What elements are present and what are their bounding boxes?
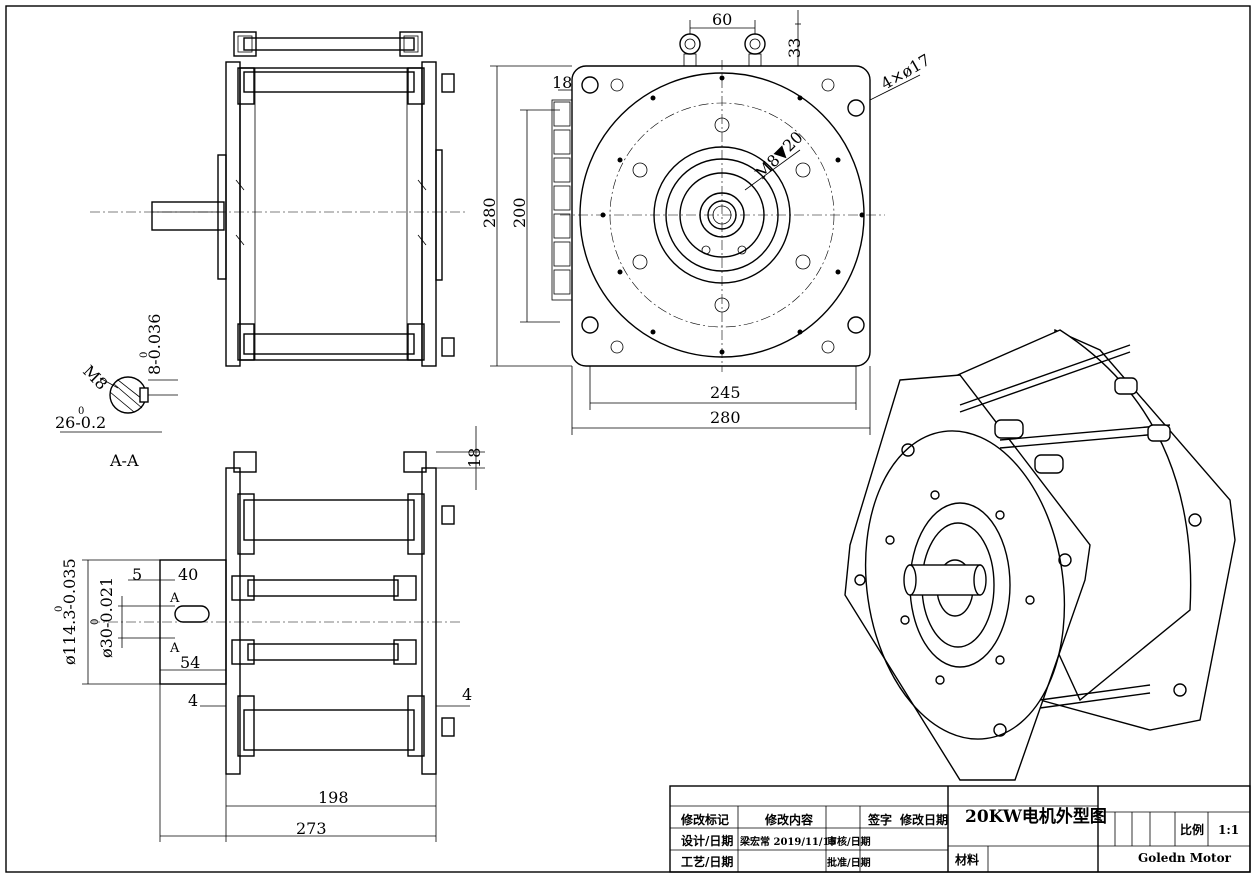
dim-5: 5 (132, 565, 142, 584)
tb-rev-date: 修改日期 (899, 812, 948, 827)
tb-sign: 签字 (867, 812, 892, 827)
mount-hole (581, 316, 599, 334)
dim-33: 33 (785, 38, 804, 58)
dim-30-tolerance-upper: 0 (90, 619, 101, 625)
dim-198: 198 (318, 788, 349, 807)
dim-18-bottom: 18 (465, 448, 484, 468)
front-view-dimensions (490, 10, 921, 435)
tb-review-date: 审核/日期 (827, 835, 871, 848)
dim-54: 54 (180, 653, 200, 672)
dim-26-tolerance-upper: 0 (78, 406, 84, 417)
sheet-border (5, 5, 1251, 873)
mount-hole (847, 99, 865, 117)
dim-key-tolerance-upper: 0 (139, 352, 150, 358)
dim-245: 245 (710, 383, 741, 402)
section-label: A-A (109, 451, 139, 470)
shaft (151, 201, 225, 231)
mount-hole (847, 316, 865, 334)
tb-design-date: 设计/日期 (681, 833, 733, 848)
section-a-a (60, 376, 178, 433)
square-flange (571, 65, 871, 367)
mount-hole (581, 76, 599, 94)
dim-40: 40 (178, 565, 198, 584)
tb-scale-label: 比例 (1180, 822, 1204, 837)
tb-approve-date: 批准/日期 (827, 856, 871, 869)
dim-280-horizontal: 280 (710, 408, 741, 427)
dim-200-vertical: 200 (510, 197, 529, 228)
tb-company: Goledn Motor (1138, 851, 1232, 865)
dim-273: 273 (296, 819, 327, 838)
rear-flange-top (421, 467, 437, 775)
dim-m8-depth: M8▼20 (751, 128, 806, 183)
dim-60: 60 (712, 10, 732, 29)
section-marker-a-top: A (169, 591, 180, 606)
top-view (90, 451, 460, 775)
rear-flange (421, 61, 437, 367)
tb-material: 材料 (954, 852, 979, 867)
tb-scale-value: 1:1 (1218, 823, 1239, 837)
dim-18-top: 18 (552, 73, 572, 92)
dim-dia-114: ø114.3-0.035 (60, 558, 79, 665)
front-flange (225, 61, 241, 367)
dim-4x17: 4×ø17 (878, 50, 934, 93)
title-block (669, 785, 1251, 873)
section-marker-a-bottom: A (169, 641, 180, 656)
dim-26: 26-0.2 (55, 413, 106, 432)
dim-280-vertical: 280 (480, 197, 499, 228)
isometric-view (844, 328, 1236, 781)
tb-process-date: 工艺/日期 (681, 854, 733, 869)
dim-4-right: 4 (462, 685, 472, 704)
dim-key: 8-0.036 (145, 314, 164, 375)
drawing-title: 20KW电机外型图 (965, 806, 1107, 827)
tb-rev-mark: 修改标记 (680, 812, 729, 827)
dim-114-tolerance-upper: 0 (54, 606, 65, 612)
dim-m8-section: M8 (79, 361, 111, 393)
dim-dia-30: ø30-0.021 (97, 577, 116, 658)
top-view-dimensions (82, 426, 485, 842)
dim-4-left: 4 (188, 691, 198, 710)
tb-designer: 梁宏常 2019/11/15 (739, 835, 836, 848)
iso-shaft (909, 564, 981, 596)
front-view (551, 33, 885, 372)
motor-body (239, 67, 423, 361)
key-top (174, 605, 210, 623)
side-view (90, 31, 468, 367)
tb-rev-content: 修改内容 (764, 812, 813, 827)
